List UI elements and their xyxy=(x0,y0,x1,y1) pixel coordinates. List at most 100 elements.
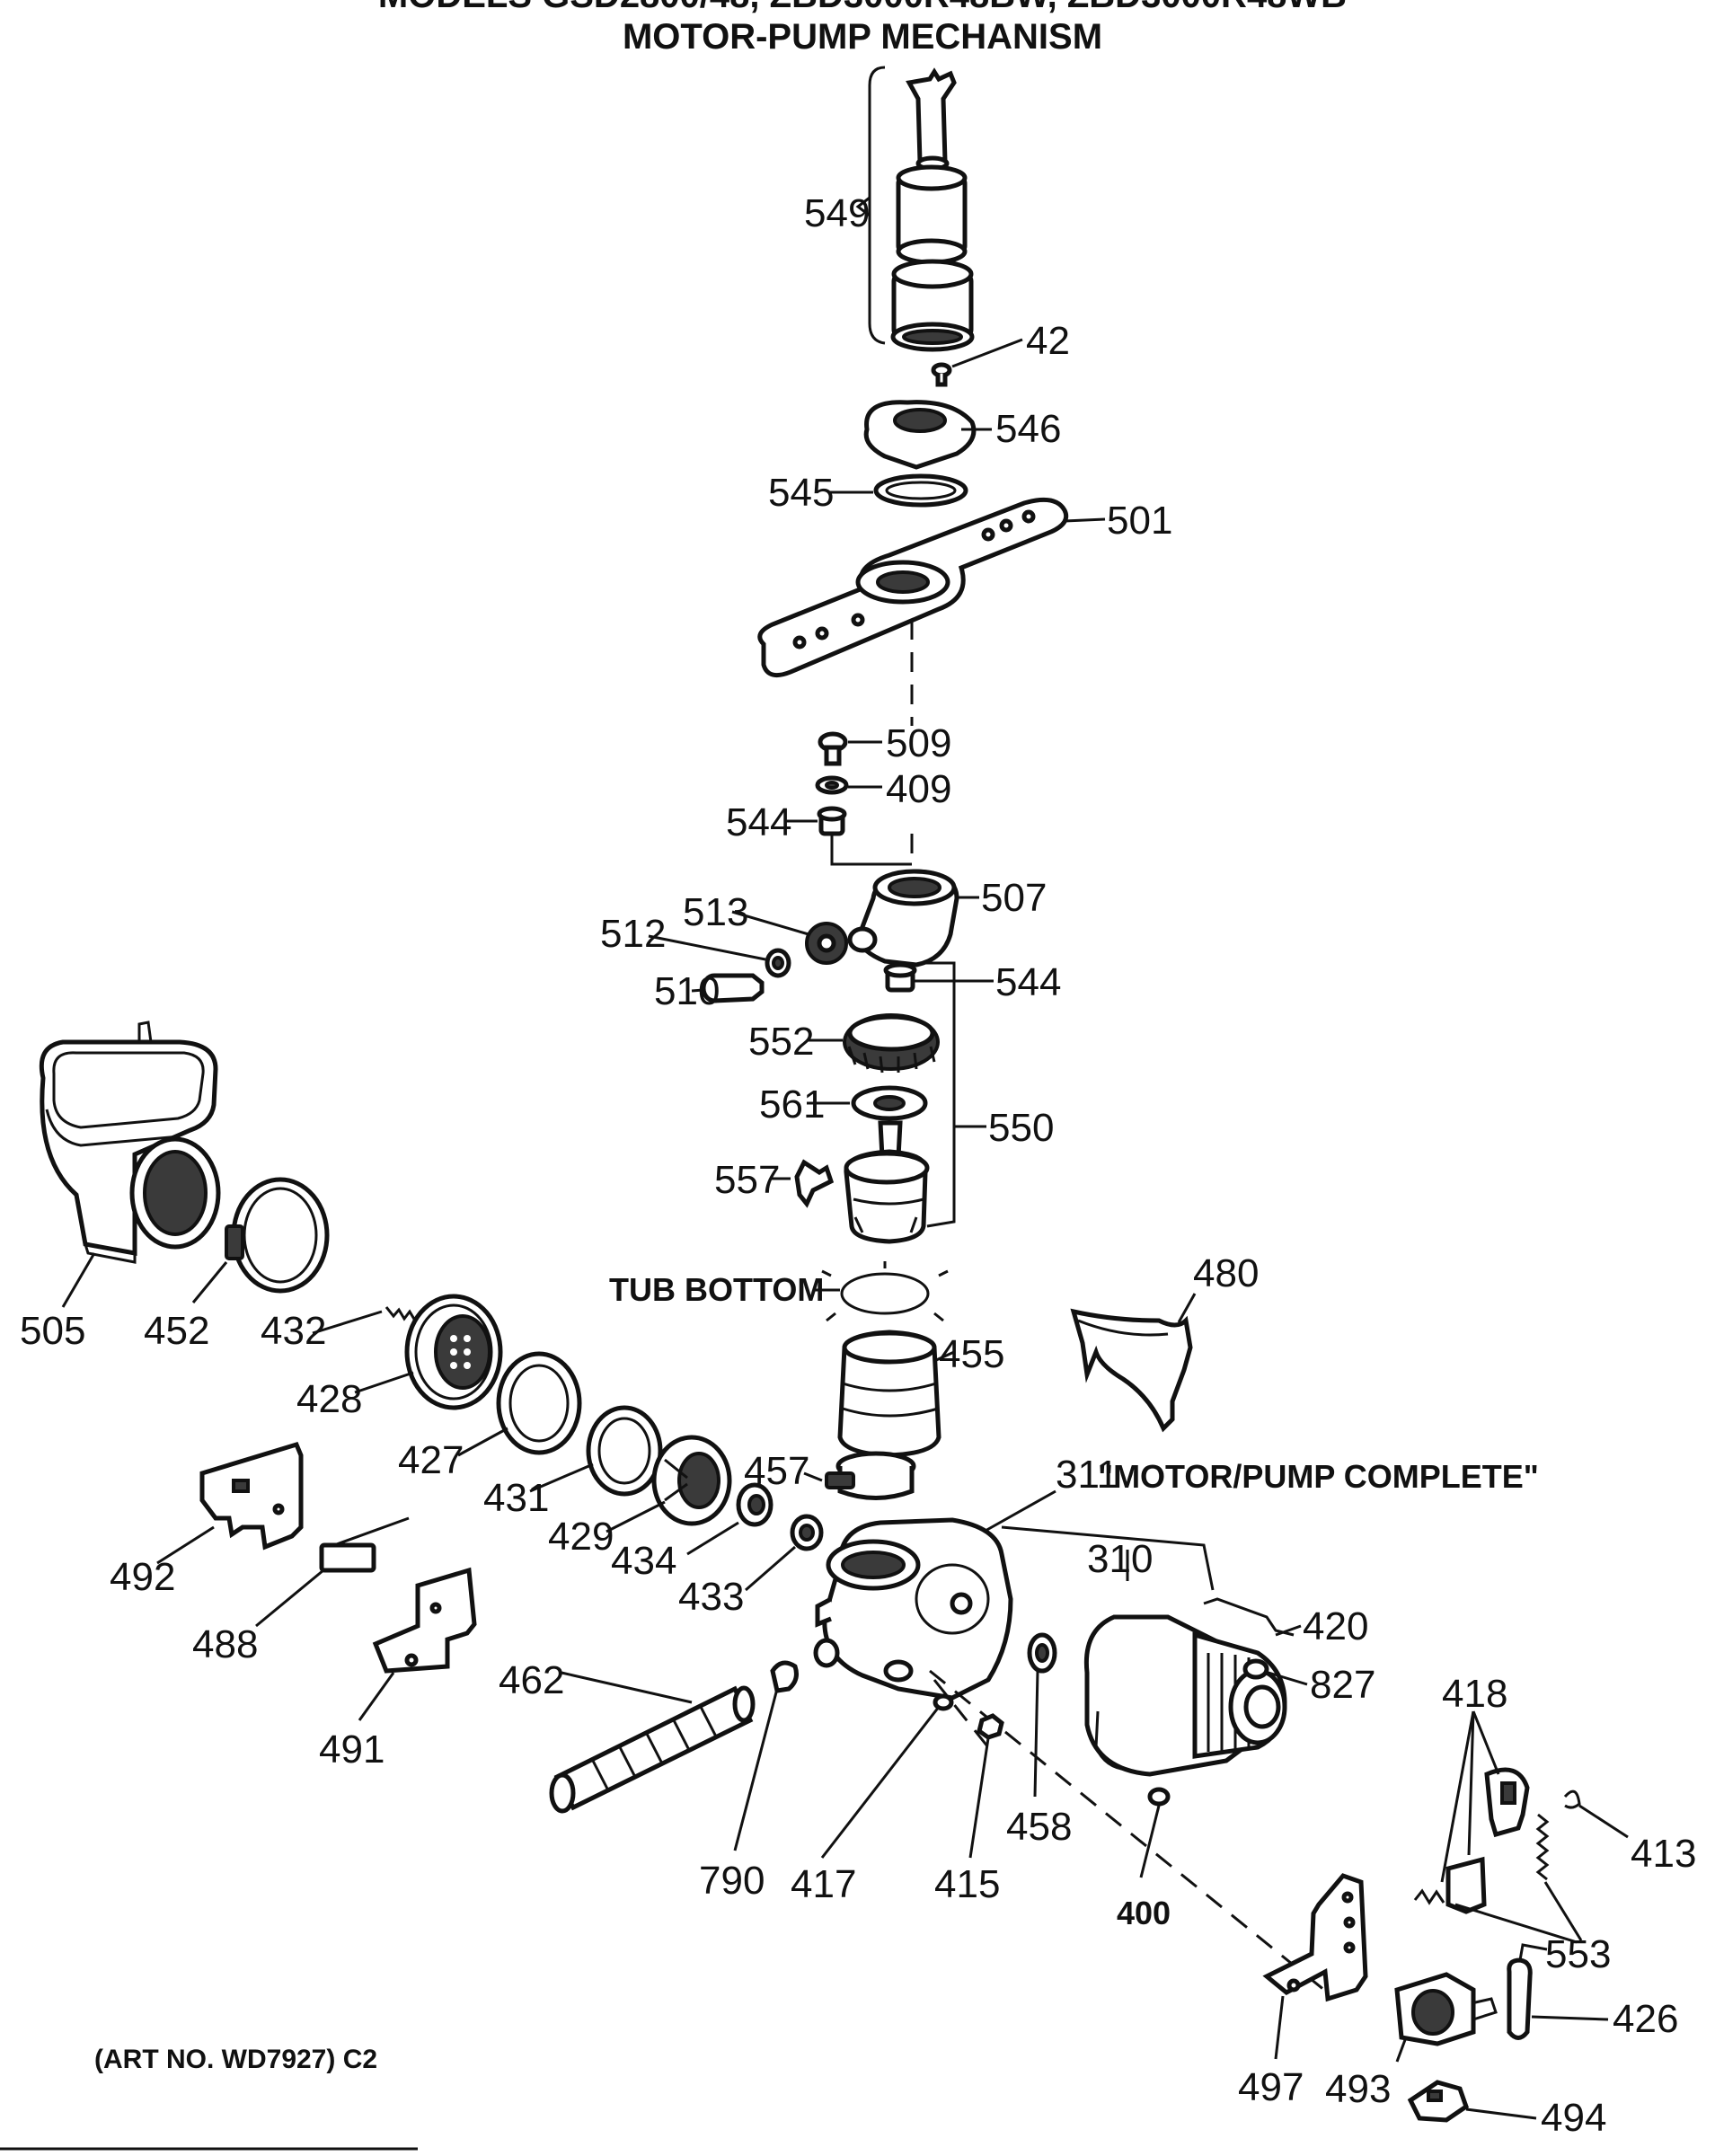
part-400-screw xyxy=(1139,1787,1171,1878)
part-418-lever xyxy=(1440,1710,1530,1914)
part-545-ring xyxy=(828,473,968,508)
callout-480: 480 xyxy=(1193,1251,1259,1295)
part-492-bracket xyxy=(156,1441,304,1565)
part-455-boot xyxy=(837,1330,955,1458)
part-549-tube-assembly xyxy=(855,66,975,352)
callout-458: 458 xyxy=(1006,1805,1072,1849)
callout-546: 546 xyxy=(995,407,1061,451)
part-426-pin xyxy=(1507,1943,1609,2040)
callout-553: 553 xyxy=(1545,1932,1611,1976)
tub-bottom-ring xyxy=(813,1261,949,1322)
callout-505: 505 xyxy=(20,1309,85,1353)
part-491-bracket xyxy=(358,1567,477,1721)
callout-545: 545 xyxy=(768,471,834,515)
callout-420: 420 xyxy=(1303,1604,1368,1648)
part-544-bushing-upper xyxy=(785,806,914,866)
part-417-washer xyxy=(820,1693,954,1859)
callout-415: 415 xyxy=(934,1862,1000,1906)
callout-310: 310 xyxy=(1087,1537,1153,1581)
part-311-motor-pump-body xyxy=(813,1489,1056,1701)
callout-427: 427 xyxy=(398,1438,464,1482)
callout-418: 418 xyxy=(1442,1672,1507,1716)
part-557-clip xyxy=(771,1159,835,1208)
callout-491: 491 xyxy=(319,1727,385,1772)
callout-457: 457 xyxy=(744,1449,809,1493)
caption-tub-bottom: TUB BOTTOM xyxy=(609,1271,824,1308)
part-505-sump-housing xyxy=(39,1021,221,1308)
callout-434: 434 xyxy=(611,1539,676,1583)
callout-561: 561 xyxy=(759,1082,825,1127)
part-42-screw xyxy=(931,338,1023,387)
part-510-pin xyxy=(691,973,765,1003)
part-561-seal xyxy=(807,1085,928,1121)
part-434-cap xyxy=(686,1482,774,1556)
callout-462: 462 xyxy=(499,1658,564,1702)
part-427-ring xyxy=(457,1351,582,1457)
part-553-spring xyxy=(1413,1813,1583,1944)
callout-550: 550 xyxy=(988,1106,1054,1150)
part-827-screw xyxy=(1242,1658,1308,1686)
part-457-clamp xyxy=(803,1451,916,1500)
callout-544-upper: 544 xyxy=(726,800,791,844)
part-493-clamp xyxy=(1394,1972,1498,2063)
part-509-screw xyxy=(818,731,882,766)
part-494-clip xyxy=(1407,2080,1537,2123)
callout-488: 488 xyxy=(192,1622,258,1666)
callout-452: 452 xyxy=(144,1309,209,1353)
part-552-ratchet xyxy=(809,1013,940,1074)
callout-426: 426 xyxy=(1613,1997,1678,2041)
part-420-wire xyxy=(1203,1597,1302,1637)
part-501-spray-arm xyxy=(757,497,1106,678)
callout-400: 400 xyxy=(1117,1895,1171,1931)
callout-790: 790 xyxy=(699,1859,765,1903)
callout-311: 311 xyxy=(1056,1453,1118,1497)
callout-433: 433 xyxy=(678,1575,744,1619)
part-497-bracket xyxy=(1262,1873,1368,2060)
art-number: (ART NO. WD7927) C2 xyxy=(94,2045,377,2074)
callout-494: 494 xyxy=(1541,2096,1606,2140)
callout-507: 507 xyxy=(981,876,1047,920)
callout-493: 493 xyxy=(1325,2067,1391,2111)
callout-409: 409 xyxy=(886,767,951,811)
section-title: MOTOR-PUMP MECHANISM xyxy=(623,17,1102,57)
callout-417: 417 xyxy=(791,1862,856,1906)
callout-510: 510 xyxy=(654,969,720,1013)
part-507-housing xyxy=(847,869,979,968)
callout-557: 557 xyxy=(714,1158,780,1202)
models-line: MODELS GSD2800/48, ZBD3000R48BW, ZBD3000… xyxy=(378,0,1347,15)
callout-549: 549 xyxy=(804,191,870,235)
part-415-nut xyxy=(968,1713,1004,1859)
part-452-clamp xyxy=(191,1177,330,1303)
callout-432: 432 xyxy=(261,1309,326,1353)
callout-428: 428 xyxy=(296,1377,362,1421)
part-458-bushing xyxy=(1027,1632,1057,1798)
part-429-impeller xyxy=(606,1435,732,1533)
callout-512: 512 xyxy=(600,912,666,956)
callout-552: 552 xyxy=(748,1020,814,1064)
callout-429: 429 xyxy=(548,1515,614,1559)
callout-492: 492 xyxy=(110,1555,175,1599)
part-546-cap xyxy=(863,400,992,470)
part-480-shield xyxy=(1070,1293,1197,1433)
part-513-gear xyxy=(731,910,848,965)
part-413-clip xyxy=(1563,1789,1629,1839)
part-433-bushing xyxy=(745,1514,824,1592)
callout-413: 413 xyxy=(1631,1832,1696,1876)
callout-509: 509 xyxy=(886,721,951,765)
part-512-washer xyxy=(648,934,791,978)
part-431-ring xyxy=(529,1405,663,1497)
callout-455: 455 xyxy=(939,1332,1004,1376)
callout-431: 431 xyxy=(483,1476,549,1520)
callout-544-lower: 544 xyxy=(995,960,1061,1004)
part-544-bushing-lower xyxy=(883,962,994,993)
part-790-clamp xyxy=(733,1660,799,1851)
callout-501: 501 xyxy=(1107,499,1172,543)
part-432-spring xyxy=(312,1306,417,1335)
part-310-motor xyxy=(1001,1525,1287,1777)
part-409-washer xyxy=(815,775,882,795)
callout-42: 42 xyxy=(1026,319,1070,363)
callout-513: 513 xyxy=(683,890,748,934)
part-550-assembly xyxy=(844,961,986,1244)
part-488-switch xyxy=(255,1516,410,1628)
